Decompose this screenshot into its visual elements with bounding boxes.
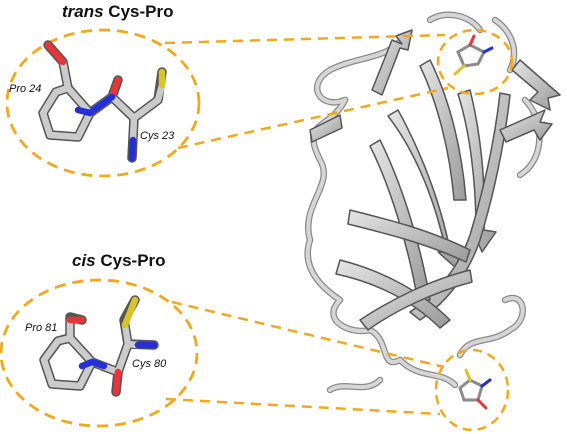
cis-site-highlight [434, 348, 510, 432]
cis-stick-model [39, 295, 159, 397]
trans-title-italic: trans [62, 2, 104, 21]
cis-title: cis Cys-Pro [72, 251, 166, 271]
trans-stick-model [38, 40, 167, 163]
label-pro81: Pro 81 [25, 322, 57, 334]
trans-connector-top [164, 33, 446, 45]
cis-title-italic: cis [72, 251, 96, 270]
trans-site-highlight [436, 28, 514, 96]
cis-connector-top [171, 300, 445, 369]
trans-title: trans Cys-Pro [62, 2, 174, 22]
label-cys23: Cys 23 [140, 130, 175, 142]
cis-detail-oval [0, 278, 199, 428]
trans-title-rest: Cys-Pro [103, 2, 174, 21]
trans-connector-bottom [177, 86, 449, 150]
cis-title-rest: Cys-Pro [95, 251, 166, 270]
cis-connector-bottom [165, 397, 441, 416]
trans-detail-oval [5, 28, 201, 178]
protein-highlights [434, 28, 514, 432]
protein-structure [304, 11, 561, 394]
connector-lines [164, 33, 449, 416]
label-cys80: Cys 80 [132, 358, 167, 370]
label-pro24: Pro 24 [9, 83, 41, 95]
protein-site-sticks [453, 34, 494, 410]
